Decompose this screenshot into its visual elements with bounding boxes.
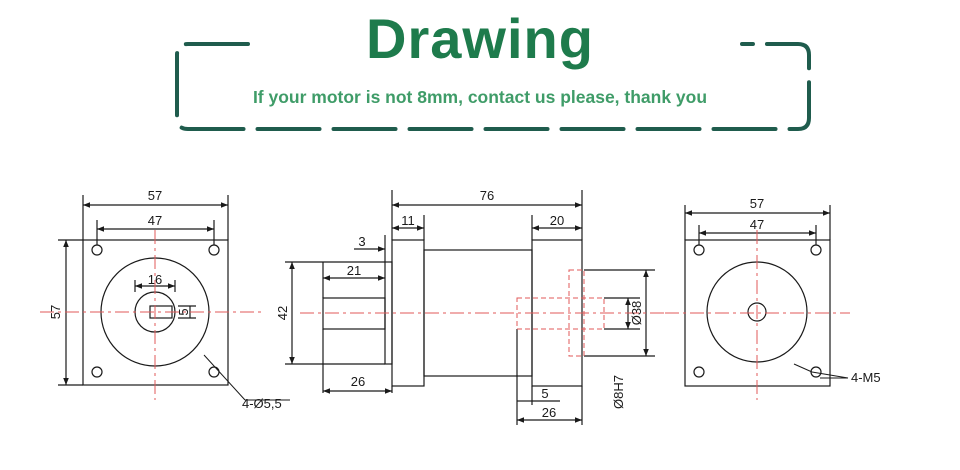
dim-rear-overall-width: 57 <box>750 196 764 211</box>
callout-rear-holes: 4-M5 <box>851 370 881 385</box>
side-view <box>285 190 655 425</box>
rear-view <box>684 205 849 387</box>
front-view-labels: 57 47 57 16 5 4-Ø5,5 <box>48 188 282 411</box>
front-view <box>58 195 290 401</box>
dim-side-shaft-height: 42 <box>275 306 290 320</box>
front-view-centerlines <box>40 230 265 400</box>
rear-mount-hole <box>693 366 705 378</box>
header-banner: Drawing If your motor is not 8mm, contac… <box>0 0 960 150</box>
dim-side-bore-length: 26 <box>542 405 556 420</box>
dim-front-overall-width: 57 <box>148 188 162 203</box>
dim-side-bore-diameter: Ø8H7 <box>611 375 626 409</box>
dim-front-height: 57 <box>48 305 63 319</box>
front-mount-hole <box>91 244 103 256</box>
dim-side-shaft-base: 26 <box>351 374 365 389</box>
rear-view-centerlines <box>665 230 850 400</box>
dim-side-end-block: 20 <box>550 213 564 228</box>
dim-side-step: 3 <box>358 234 365 249</box>
header-frame <box>175 42 811 131</box>
page-subtitle: If your motor is not 8mm, contact us ple… <box>252 87 708 107</box>
front-mount-hole <box>208 366 220 378</box>
rear-view-labels: 57 47 4-M5 <box>750 196 881 385</box>
rear-mount-hole <box>693 244 705 256</box>
page-title: Drawing <box>366 7 594 70</box>
dim-front-bore-width: 16 <box>148 272 162 287</box>
front-mount-hole <box>208 244 220 256</box>
dim-side-bore-depth: 5 <box>541 386 548 401</box>
dim-side-pilot-diameter: Ø38 <box>629 301 644 326</box>
side-view-labels: 76 11 20 3 21 42 26 5 26 Ø38 Ø8H7 <box>275 188 644 420</box>
front-mount-hole <box>91 366 103 378</box>
rear-bore-circle <box>747 302 767 322</box>
dim-side-total-length: 76 <box>480 188 494 203</box>
callout-front-holes: 4-Ø5,5 <box>242 396 282 411</box>
dim-front-keyway: 5 <box>176 308 191 315</box>
dim-front-hole-spacing: 47 <box>148 213 162 228</box>
rear-mount-hole <box>810 244 822 256</box>
dim-side-shaft-length: 21 <box>347 263 361 278</box>
dim-side-flange-thickness: 11 <box>401 213 415 228</box>
dim-rear-hole-spacing: 47 <box>750 217 764 232</box>
